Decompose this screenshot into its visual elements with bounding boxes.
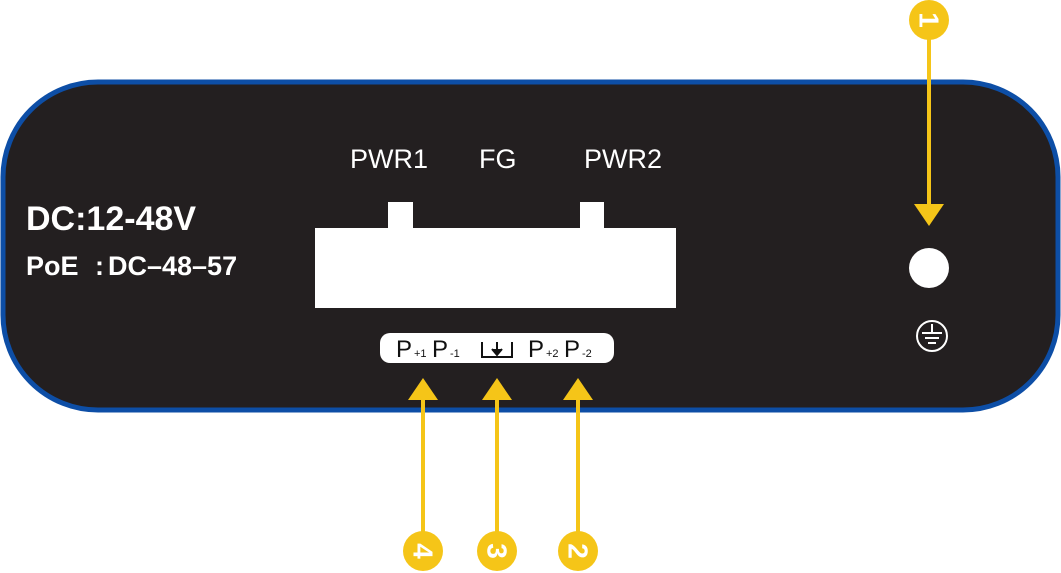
pwr2-label: PWR2 [584,144,662,174]
callout-4: 4 [403,378,443,571]
pin-p2-plus-sub: +2 [546,348,559,360]
pin-p2-minus-letter: P [564,336,580,363]
ground-symbol-icon [916,320,948,352]
pin-p1-minus-letter: P [432,336,448,363]
chassis-ground-icon [481,342,513,358]
callout-1: 1 [909,0,949,226]
pin-label-group: P +1 P -1 P +2 P -2 [396,336,592,363]
callout-1-number: 1 [914,12,945,28]
pin-p1-minus-sub: -1 [450,348,460,360]
callout-2: 2 [558,378,598,571]
pin-p2-plus-letter: P [528,336,544,363]
callout-3: 3 [477,378,517,571]
terminal-block-connector [315,202,676,308]
fg-label: FG [479,144,517,174]
poe-separator-text: : [95,251,104,281]
poe-label-text: PoE [26,251,79,281]
callout-3-number: 3 [482,543,513,559]
power-rating-text: DC:12-48V [26,200,196,238]
pwr1-label: PWR1 [350,144,428,174]
callout-2-number: 2 [563,543,594,559]
pin-p1-plus-letter: P [396,336,412,363]
callout-4-number: 4 [408,543,439,559]
poe-rating-text: DC–48–57 [108,251,237,281]
pin-p2-minus-sub: -2 [582,348,592,360]
ground-screw [909,248,949,288]
pin-p1-plus-sub: +1 [414,348,427,360]
